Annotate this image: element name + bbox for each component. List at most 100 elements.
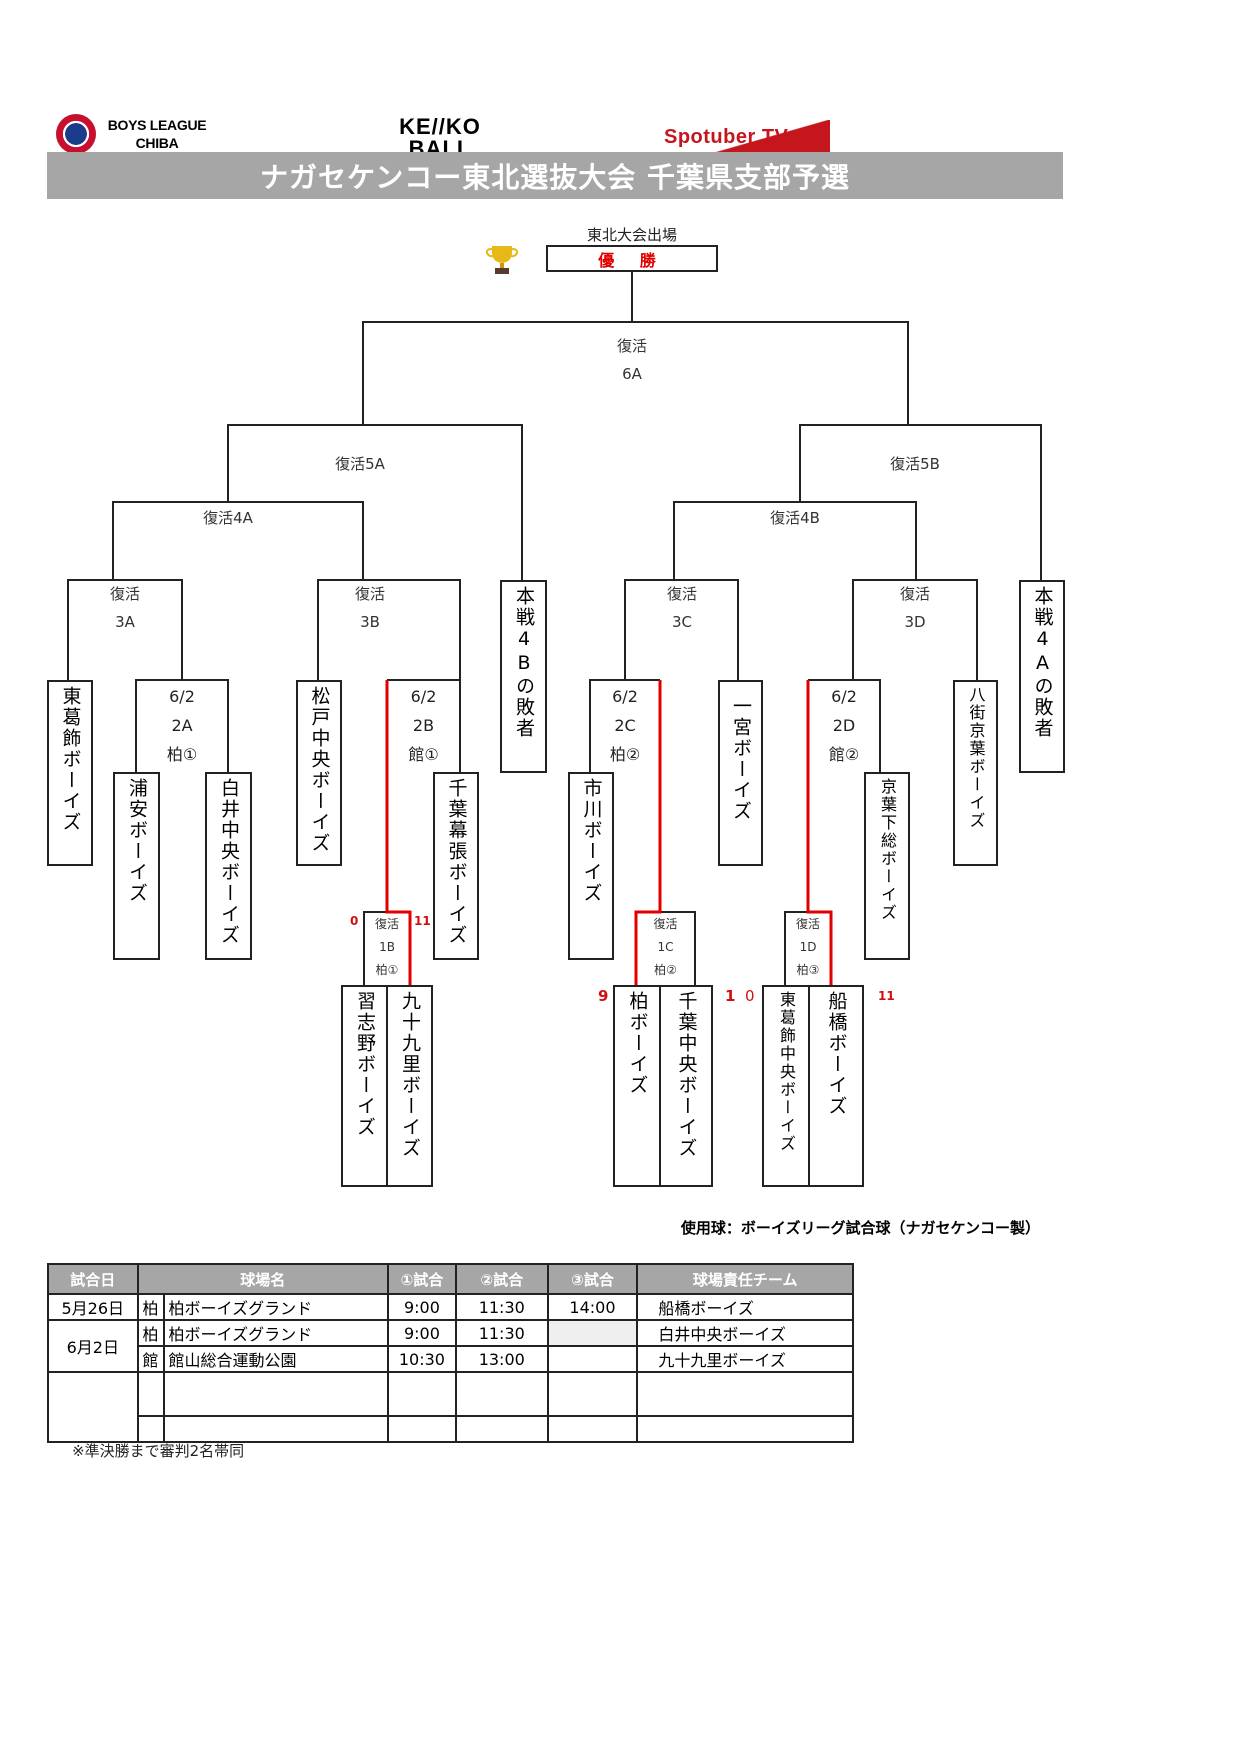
team-box-funabashi: 船橋ボーイズ <box>808 985 864 1187</box>
footnote: ※準決勝まで審判2名帯同 <box>72 1442 245 1460</box>
table-row: 6月2日 柏 柏ボーイズグランド 9:00 11:30 白井中央ボーイズ <box>47 1319 854 1373</box>
cell-team: 船橋ボーイズ <box>636 1293 854 1321</box>
page-title: ナガセケンコー東北選抜大会 千葉県支部予選 <box>260 160 850 194</box>
team-box-kashiwa: 柏ボーイズ <box>613 985 661 1187</box>
team-box-matsudo: 松戸中央ボーイズ <box>296 680 342 866</box>
match-2b: 6/2 2B 館① <box>387 682 460 769</box>
table-row-empty <box>47 1371 854 1443</box>
header-team: 球場責任チーム <box>636 1263 854 1295</box>
match-2a-code: 2A <box>171 716 193 735</box>
cell-empty <box>454 1371 549 1417</box>
cell-empty <box>636 1415 854 1443</box>
match-2d-date: 6/2 <box>831 687 857 706</box>
team-box-ichinomiya: 一宮ボーイズ <box>718 680 763 866</box>
winner-path-1c <box>634 680 662 985</box>
team-name: 京葉下総ボーイズ <box>878 778 897 922</box>
line-5a <box>227 424 523 580</box>
cell-venue: 館山総合運動公園 <box>162 1345 389 1373</box>
cell-empty <box>454 1415 549 1443</box>
score-narashino: 0 <box>350 914 359 928</box>
team-name: 千葉中央ボーイズ <box>675 991 698 1159</box>
winner-path-1d <box>806 680 833 985</box>
cell-empty <box>162 1371 389 1417</box>
cell-team: 九十九里ボーイズ <box>636 1345 854 1373</box>
match-1b-code: 1B <box>379 940 395 954</box>
cell-game1: 10:30 <box>386 1345 457 1373</box>
line-4b <box>673 501 917 580</box>
round-3c-line2: 3C <box>671 613 693 631</box>
team-name: 松戸中央ボーイズ <box>308 686 331 854</box>
logo-line2: CHIBA <box>135 135 179 151</box>
match-1b-line1: 復活 <box>374 917 399 931</box>
team-box-ichikawa: 市川ボーイズ <box>568 772 614 960</box>
match-2b-date: 6/2 <box>410 687 437 706</box>
line-2d <box>808 679 881 772</box>
cell-empty <box>136 1415 165 1443</box>
round-6a-line2: 6A <box>622 365 642 383</box>
header-date: 試合日 <box>47 1263 139 1295</box>
match-1c-line1: 復活 <box>653 917 678 931</box>
round-4b-label: 復活4B <box>770 509 820 527</box>
cell-venue: 柏ボーイズグランド <box>162 1319 389 1347</box>
line-2a <box>135 679 229 772</box>
ball-note: 使用球：ボーイズリーグ試合球（ナガセケンコー製） <box>680 1219 1040 1237</box>
match-2a-date: 6/2 <box>169 687 195 706</box>
team-box-honsen4a: 本戦4Aの敗者 <box>1019 580 1065 773</box>
line-4a <box>112 501 364 580</box>
match-1b-venue: 柏① <box>375 963 399 977</box>
team-name: 一宮ボーイズ <box>730 696 752 822</box>
cell-game3: 14:00 <box>546 1293 639 1321</box>
team-name: 船橋ボーイズ <box>825 991 848 1117</box>
team-name: 九十九里ボーイズ <box>399 991 421 1159</box>
match-2d-venue: 館② <box>828 745 860 764</box>
cell-date: 5月26日 <box>47 1293 139 1321</box>
cell-game2: 11:30 <box>454 1319 549 1347</box>
score-higashikatsushika-chuo: 0 <box>745 987 755 1005</box>
round-3d-label: 復活 3D <box>885 580 945 636</box>
winner-path-1b <box>385 680 412 985</box>
team-box-honsen4b: 本戦4Bの敗者 <box>500 580 547 773</box>
title-bar: ナガセケンコー東北選抜大会 千葉県支部予選 <box>47 152 1063 199</box>
cell-abbr: 柏 <box>136 1293 165 1321</box>
round-3d-line2: 3D <box>904 613 926 631</box>
team-name: 白井中央ボーイズ <box>218 778 240 946</box>
match-2a: 6/2 2A 柏① <box>136 682 228 769</box>
schedule-table: 試合日 球場名 ①試合 ②試合 ③試合 球場責任チーム 5月26日 柏 柏ボーイ… <box>47 1263 854 1443</box>
round-3a-label: 復活 3A <box>95 580 155 636</box>
match-2b-venue: 館① <box>408 745 439 764</box>
round-6a-line1: 復活 <box>616 337 647 355</box>
trophy-icon <box>484 242 520 276</box>
line-3d <box>852 579 978 680</box>
cell-abbr: 館 <box>136 1345 165 1373</box>
cell-abbr: 柏 <box>136 1319 165 1347</box>
match-2c-venue: 柏② <box>609 745 641 764</box>
cell-empty <box>47 1371 139 1443</box>
round-3c-label: 復活 3C <box>652 580 712 636</box>
round-3a-line1: 復活 <box>109 585 140 603</box>
round-4a-label: 復活4A <box>203 509 253 527</box>
cell-game1: 9:00 <box>386 1319 457 1347</box>
cell-game3 <box>546 1345 639 1373</box>
team-box-shiroi: 白井中央ボーイズ <box>205 772 252 960</box>
cell-game1: 9:00 <box>386 1293 457 1321</box>
header-game1: ①試合 <box>386 1263 457 1295</box>
line-2c <box>589 679 660 772</box>
header-game3: ③試合 <box>546 1263 639 1295</box>
line-3a <box>67 579 183 680</box>
cell-empty <box>136 1371 165 1417</box>
kenko-line1: KE//KO <box>399 114 481 139</box>
cell-date: 6月2日 <box>47 1319 139 1373</box>
team-box-urayasu: 浦安ボーイズ <box>113 772 160 960</box>
boys-league-chiba-logo: BOYS LEAGUE CHIBA <box>52 110 212 158</box>
cell-empty <box>386 1371 457 1417</box>
table-row: 5月26日 柏 柏ボーイズグランド 9:00 11:30 14:00 船橋ボーイ… <box>47 1293 854 1321</box>
team-name: 本戦4Bの敗者 <box>513 586 535 739</box>
match-1d-venue: 柏③ <box>796 963 820 977</box>
team-name: 習志野ボーイズ <box>354 991 376 1138</box>
match-2b-code: 2B <box>412 716 435 735</box>
team-name: 柏ボーイズ <box>626 991 649 1096</box>
logo-line1: BOYS LEAGUE <box>107 117 207 133</box>
team-name: 八街京葉ボーイズ <box>966 686 986 830</box>
cell-game2: 13:00 <box>454 1345 549 1373</box>
